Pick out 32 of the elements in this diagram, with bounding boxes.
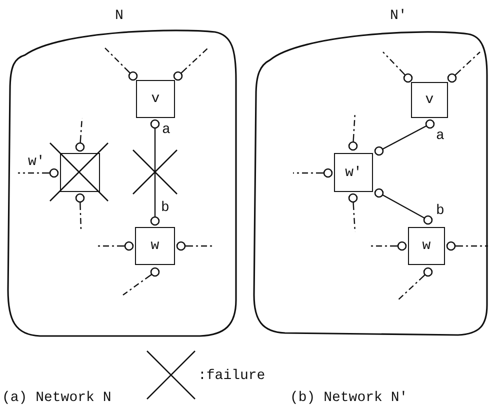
link-line xyxy=(150,119,160,226)
dangling-link xyxy=(447,52,480,83)
node-box: v xyxy=(411,82,448,118)
node-box: v xyxy=(136,80,175,118)
legend-text: :failure xyxy=(198,368,266,384)
dangling-link xyxy=(122,267,160,296)
dangling-link xyxy=(176,241,213,251)
dangling-link xyxy=(382,52,413,83)
network-name: N' xyxy=(390,8,407,24)
network-name: N xyxy=(115,8,124,24)
node-box: w xyxy=(408,227,445,265)
dangling-link xyxy=(173,48,208,81)
port-label: a xyxy=(436,128,444,144)
node-box: w' xyxy=(334,153,373,192)
dangling-link xyxy=(18,168,59,178)
dangling-link xyxy=(348,112,358,151)
node-label: w' xyxy=(28,154,45,170)
dangling-link xyxy=(104,48,138,81)
port-label: b xyxy=(161,200,170,216)
figure-caption: (b) Network N' xyxy=(290,390,408,406)
dangling-link xyxy=(398,267,433,300)
port-label: a xyxy=(162,122,170,138)
dangling-link xyxy=(293,168,333,178)
dangling-link xyxy=(446,241,488,251)
link-line xyxy=(374,119,435,156)
link-line xyxy=(374,188,433,225)
port-label: b xyxy=(436,203,444,219)
dangling-link xyxy=(75,193,85,230)
figure-caption: (a) Network N xyxy=(2,390,112,406)
dangling-link xyxy=(97,241,134,251)
node-box: w xyxy=(135,227,175,265)
dangling-link xyxy=(370,241,407,251)
